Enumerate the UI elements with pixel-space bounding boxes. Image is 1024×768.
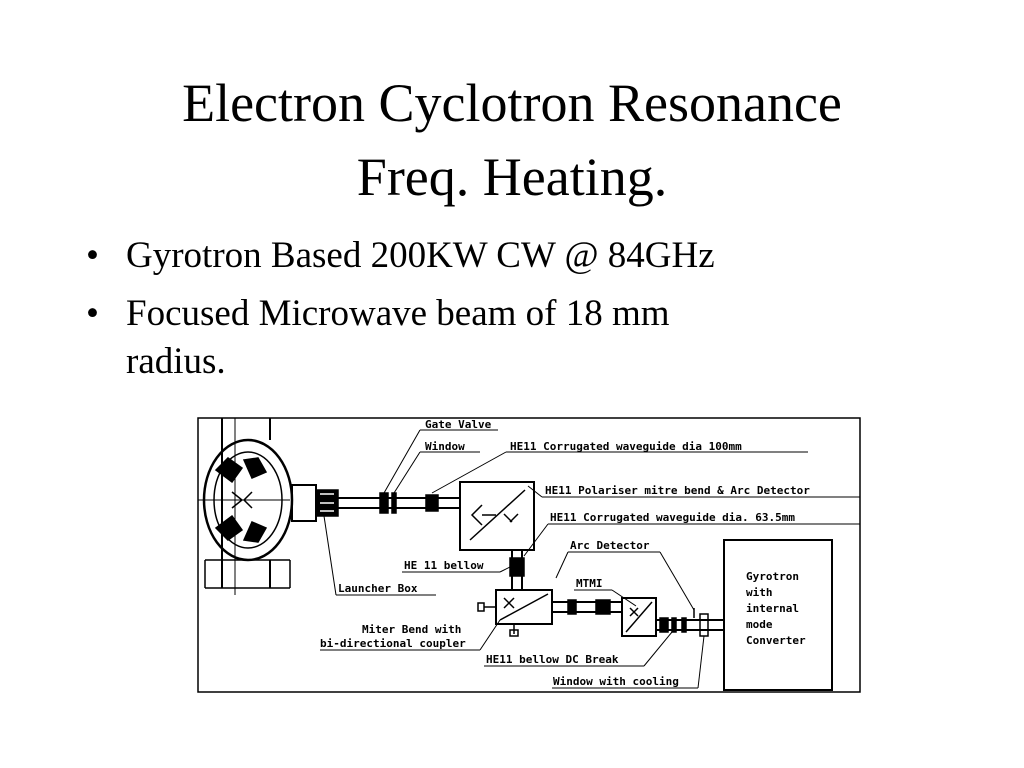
label-he11-bellow: HE 11 bellow [404,559,484,572]
slide-title: Electron Cyclotron Resonance Freq. Heati… [0,66,1024,214]
label-launcher-box: Launcher Box [338,582,418,595]
bullet-text-continued: radius. [126,341,226,382]
label-miter-bend-1: Miter Bend with [362,623,461,636]
bullet-text: Gyrotron Based 200KW CW @ 84GHz [126,235,715,276]
launcher-box-icon [291,484,339,522]
bullet-text: Focused Microwave beam of 18 mm [126,293,670,334]
miter-bend-coupler-icon [477,589,553,637]
label-gyrotron: Gyrotron with internal mode Converter [746,570,806,647]
label-mtmi: MTMI [576,577,603,590]
label-window: Window [425,440,465,453]
label-he11-corrugated-63: HE11 Corrugated waveguide dia. 63.5mm [550,511,795,524]
mtmi-icon [621,597,657,637]
label-he11-corrugated-100: HE11 Corrugated waveguide dia 100mm [510,440,742,453]
label-gyrotron-line: Gyrotron [746,570,799,583]
he11-waveguide-100mm [338,492,460,514]
label-miter-bend-2: bi-directional coupler [320,637,466,650]
label-arc-detector: Arc Detector [570,539,650,552]
waveguide-to-mtmi [552,599,622,615]
polariser-mitre-bend-icon [459,481,535,551]
label-gyrotron-line: Converter [746,634,806,647]
label-gyrotron-line: internal [746,602,799,615]
he11-waveguide-63mm [509,550,525,590]
label-he11-polariser: HE11 Polariser mitre bend & Arc Detector [545,484,810,497]
bullet-marker: • [86,235,99,276]
label-gyrotron-line: mode [746,618,773,631]
label-gyrotron-line: with [746,586,773,599]
label-he11-bellow-dc-break: HE11 bellow DC Break [486,653,619,666]
bullet-item: • Focused Microwave beam of 18 mm radius… [86,290,946,386]
bullet-marker: • [86,293,99,334]
dc-break-window-icon [656,608,724,637]
bullet-list: • Gyrotron Based 200KW CW @ 84GHz • Focu… [86,232,946,396]
gyrotron-box [723,539,833,691]
slide-title-line-1: Electron Cyclotron Resonance [182,73,842,133]
diagram-frame [197,417,861,693]
slide-title-line-2: Freq. Heating. [356,147,668,207]
tokamak-icon [198,418,294,595]
bullet-item: • Gyrotron Based 200KW CW @ 84GHz [86,232,946,280]
label-gate-valve: Gate Valve [425,418,492,431]
label-window-cooling: Window with cooling [553,675,679,688]
